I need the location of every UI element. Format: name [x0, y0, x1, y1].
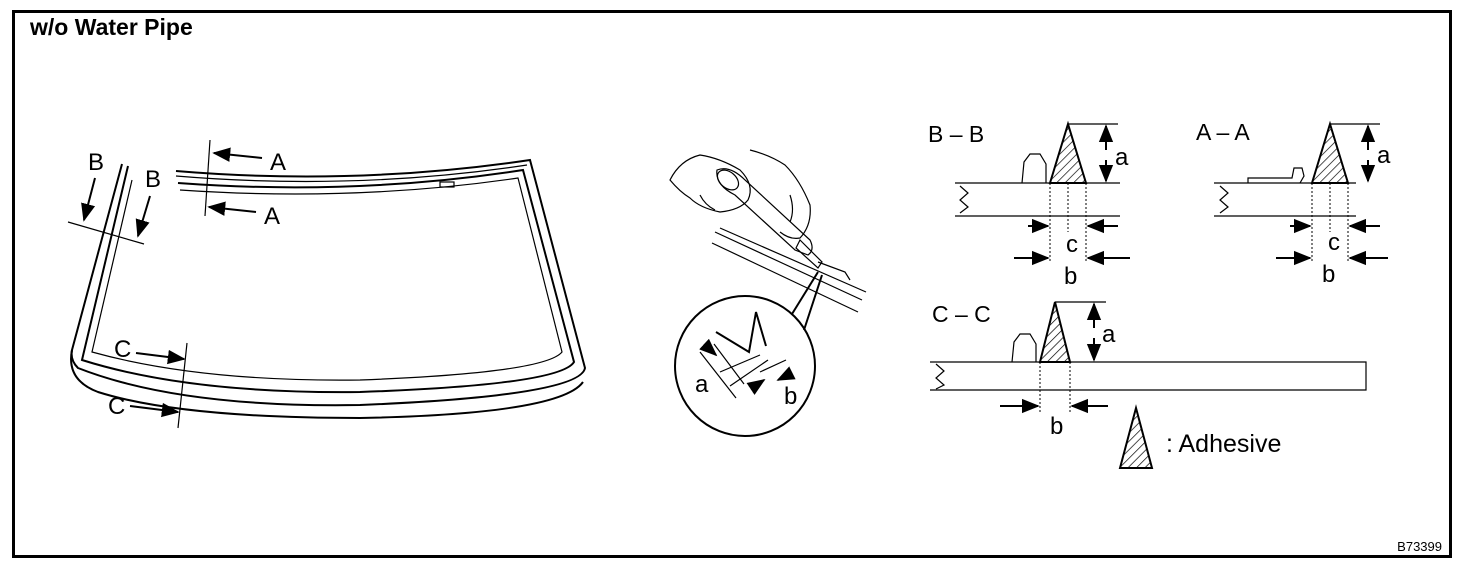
- section-aa-a: a: [1377, 142, 1391, 169]
- legend: : Adhesive: [1118, 404, 1281, 469]
- section-cc-title: C – C: [932, 301, 991, 327]
- section-aa-title: A – A: [1196, 119, 1250, 145]
- label-b-lower: B: [145, 166, 161, 193]
- adhesive-bead-bb: [1048, 120, 1088, 184]
- section-bb-a: a: [1115, 144, 1129, 171]
- section-bb-b: b: [1064, 263, 1077, 290]
- section-cut-aa: A A: [204, 139, 286, 230]
- section-cut-bb: B B: [67, 149, 161, 245]
- section-aa-c: c: [1328, 229, 1340, 256]
- detail-label-b: b: [784, 383, 797, 410]
- figure-code: B73399: [1397, 539, 1442, 554]
- label-b-upper: B: [88, 149, 104, 176]
- section-bb-title: B – B: [928, 121, 984, 147]
- adhesive-legend-icon: [1118, 404, 1154, 469]
- page-title: w/o Water Pipe: [30, 14, 193, 40]
- legend-label: : Adhesive: [1166, 430, 1281, 458]
- section-aa-b: b: [1322, 261, 1335, 288]
- section-aa: A – A a c b: [1196, 119, 1391, 288]
- section-cc-a: a: [1102, 321, 1116, 348]
- label-a-lower: A: [264, 203, 280, 230]
- diagram-frame: [12, 10, 1452, 558]
- section-cut-cc: C C: [108, 336, 188, 429]
- section-cc: C – C a b: [930, 301, 1367, 440]
- label-c-lower: C: [108, 393, 125, 420]
- section-cc-b: b: [1050, 413, 1063, 440]
- adhesive-bead-cc: [1038, 301, 1072, 363]
- clip-icon: [439, 181, 455, 188]
- magnified-bead-detail: a b: [674, 271, 823, 437]
- section-bb: B – B a c b: [928, 120, 1130, 290]
- detail-label-a: a: [695, 371, 709, 398]
- label-a-upper: A: [270, 149, 286, 176]
- section-bb-c: c: [1066, 231, 1078, 258]
- adhesive-bead-aa: [1310, 120, 1350, 184]
- label-c-upper: C: [114, 336, 131, 363]
- adhesive-gun-illustration: [669, 149, 867, 313]
- windshield-outline: [70, 158, 587, 420]
